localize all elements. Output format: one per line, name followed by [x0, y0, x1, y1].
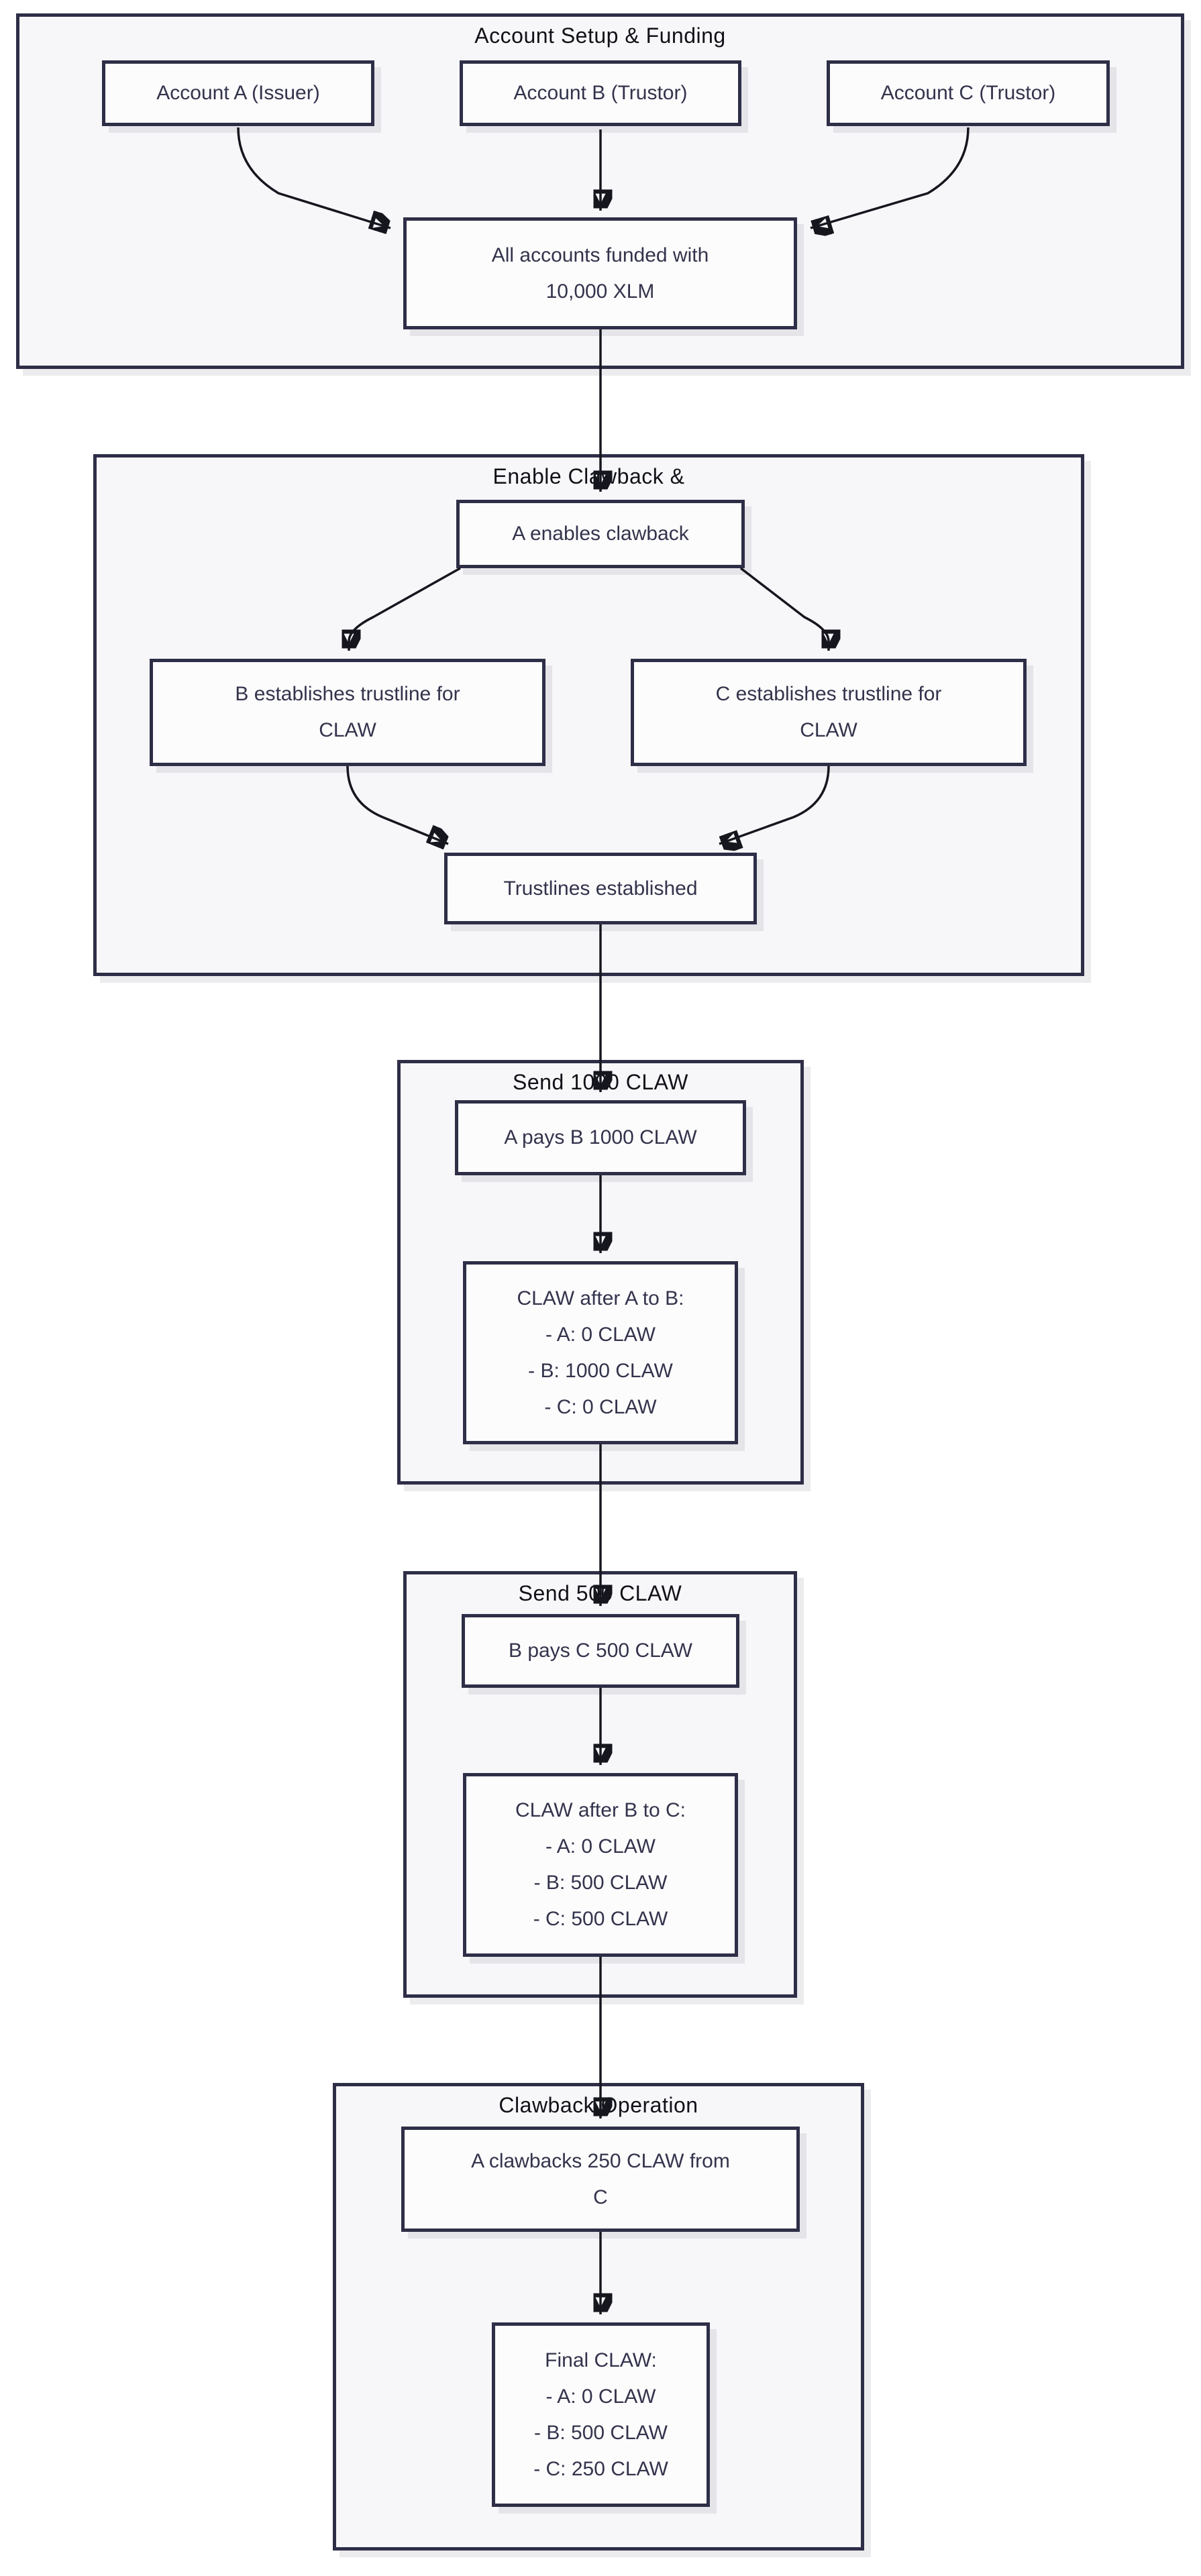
node-b-establishes-trustline: B establishes trustline for CLAW	[150, 659, 545, 766]
node-trustlines-established: Trustlines established	[444, 853, 757, 924]
section-title-send-1000-claw: Send 1000 CLAW	[513, 1070, 688, 1094]
node-a-pays-b-1000-claw: A pays B 1000 CLAW	[455, 1100, 746, 1175]
section-title-account-setup-funding: Account Setup & Funding	[474, 23, 726, 48]
node-account-c-trustor: Account C (Trustor)	[827, 60, 1110, 126]
node-a-clawbacks-250-claw: A clawbacks 250 CLAW from C	[401, 2127, 800, 2232]
node-b-pays-c-500-claw: B pays C 500 CLAW	[462, 1614, 739, 1688]
node-account-b-trustor: Account B (Trustor)	[460, 60, 741, 126]
node-c-establishes-trustline: C establishes trustline for CLAW	[631, 659, 1027, 766]
section-title-enable-clawback: Enable Clawback &	[492, 464, 685, 488]
section-title-send-500-claw: Send 500 CLAW	[518, 1581, 682, 1605]
node-claw-after-a-to-b: CLAW after A to B: - A: 0 CLAW - B: 1000…	[463, 1261, 738, 1444]
node-accounts-funded: All accounts funded with 10,000 XLM	[403, 217, 797, 329]
node-account-a-issuer: Account A (Issuer)	[102, 60, 374, 126]
node-claw-after-b-to-c: CLAW after B to C: - A: 0 CLAW - B: 500 …	[463, 1773, 738, 1957]
node-a-enables-clawback: A enables clawback	[456, 500, 745, 568]
section-title-clawback-operation: Clawback Operation	[499, 2093, 698, 2117]
node-final-claw: Final CLAW: - A: 0 CLAW - B: 500 CLAW - …	[492, 2322, 710, 2507]
